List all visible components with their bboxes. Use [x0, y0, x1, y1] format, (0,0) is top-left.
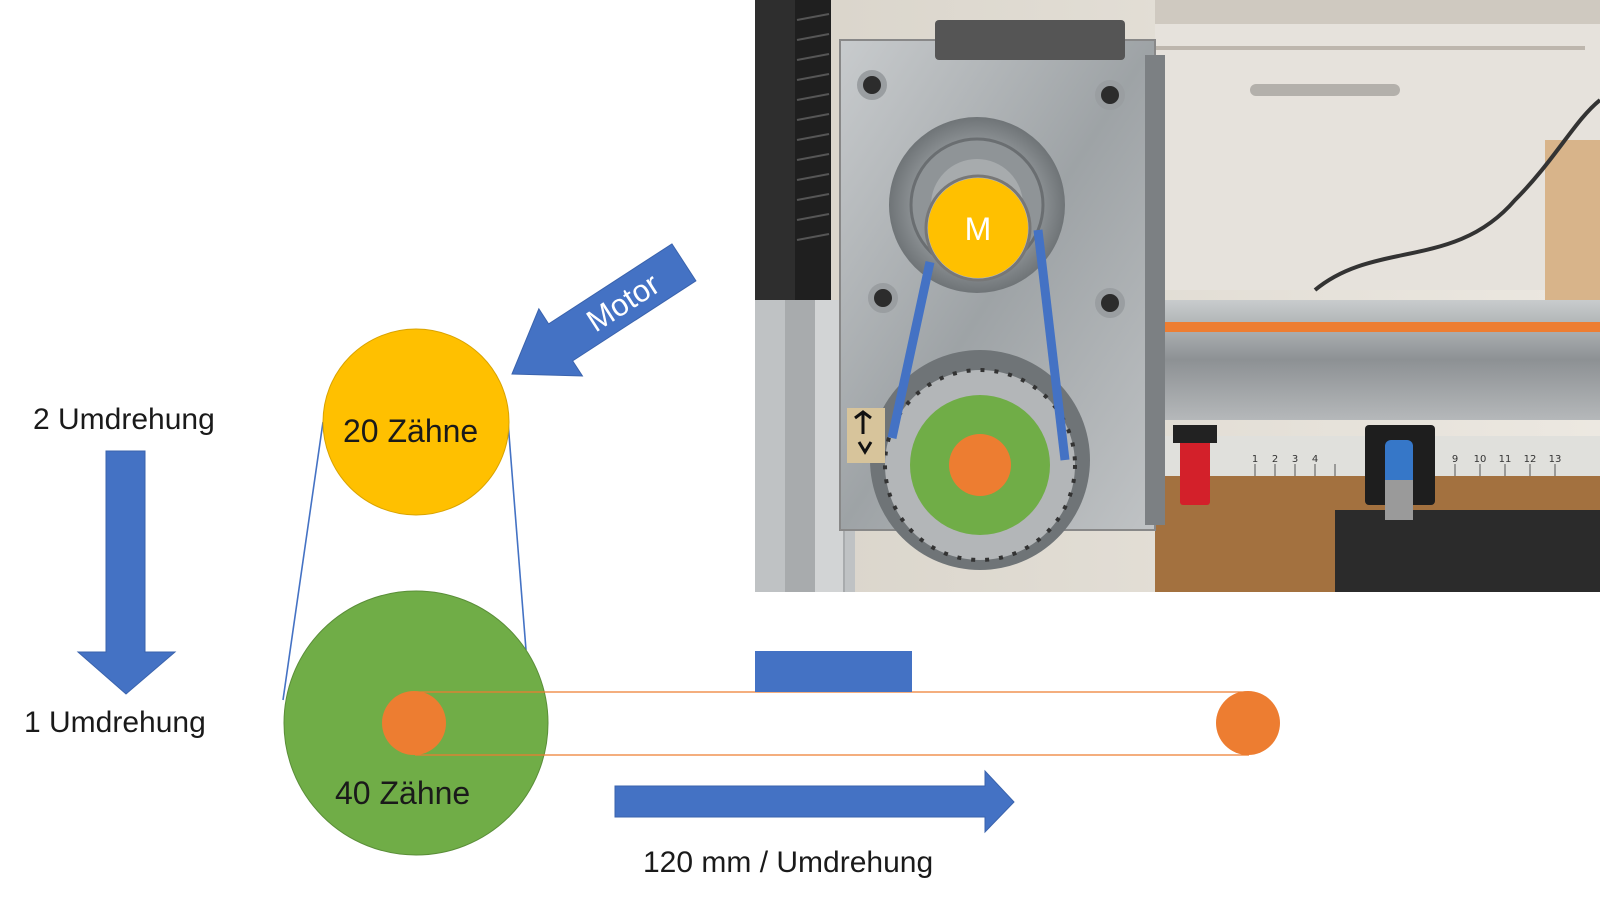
motor-arrow: Motor: [511, 243, 697, 377]
travel-right-arrow: [614, 769, 1015, 834]
top-revolution-label: 2 Umdrehung: [33, 403, 215, 436]
idler-pulley-circle: [1216, 691, 1280, 755]
photo-ruler-number: 3: [1292, 454, 1298, 465]
ratio-down-arrow: [76, 450, 177, 695]
belt-line-left: [282, 421, 324, 701]
photo-pulley-hub: [949, 434, 1011, 496]
photo-ruler-number: 10: [1474, 454, 1487, 465]
photo-belt-left: [887, 261, 935, 439]
limit-switch: [1180, 435, 1210, 505]
photo-ruler-number: 4: [1312, 454, 1318, 465]
large-gear-label: 40 Zähne: [335, 775, 471, 811]
photo-ruler-number: 13: [1549, 454, 1562, 465]
photo-ruler-number: 1: [1252, 454, 1258, 465]
photo-ruler-number: 12: [1524, 454, 1537, 465]
travel-per-rev-label: 120 mm / Umdrehung: [643, 846, 934, 879]
drive-hub-circle: [382, 691, 446, 755]
bottom-revolution-label: 1 Umdrehung: [24, 706, 206, 739]
photo-ruler-number: 9: [1452, 454, 1458, 465]
belt-line-right: [507, 421, 527, 651]
small-gear-circle: [322, 328, 510, 516]
small-gear-label: 20 Zähne: [343, 413, 479, 449]
carriage-block: [755, 651, 912, 692]
photo-ruler-number: 11: [1499, 454, 1512, 465]
photo-motor-pulley: [928, 178, 1028, 278]
photo-ruler-number: 2: [1272, 454, 1278, 465]
photo-belt-right: [1033, 229, 1070, 461]
photo-motor-label: M: [965, 211, 992, 247]
